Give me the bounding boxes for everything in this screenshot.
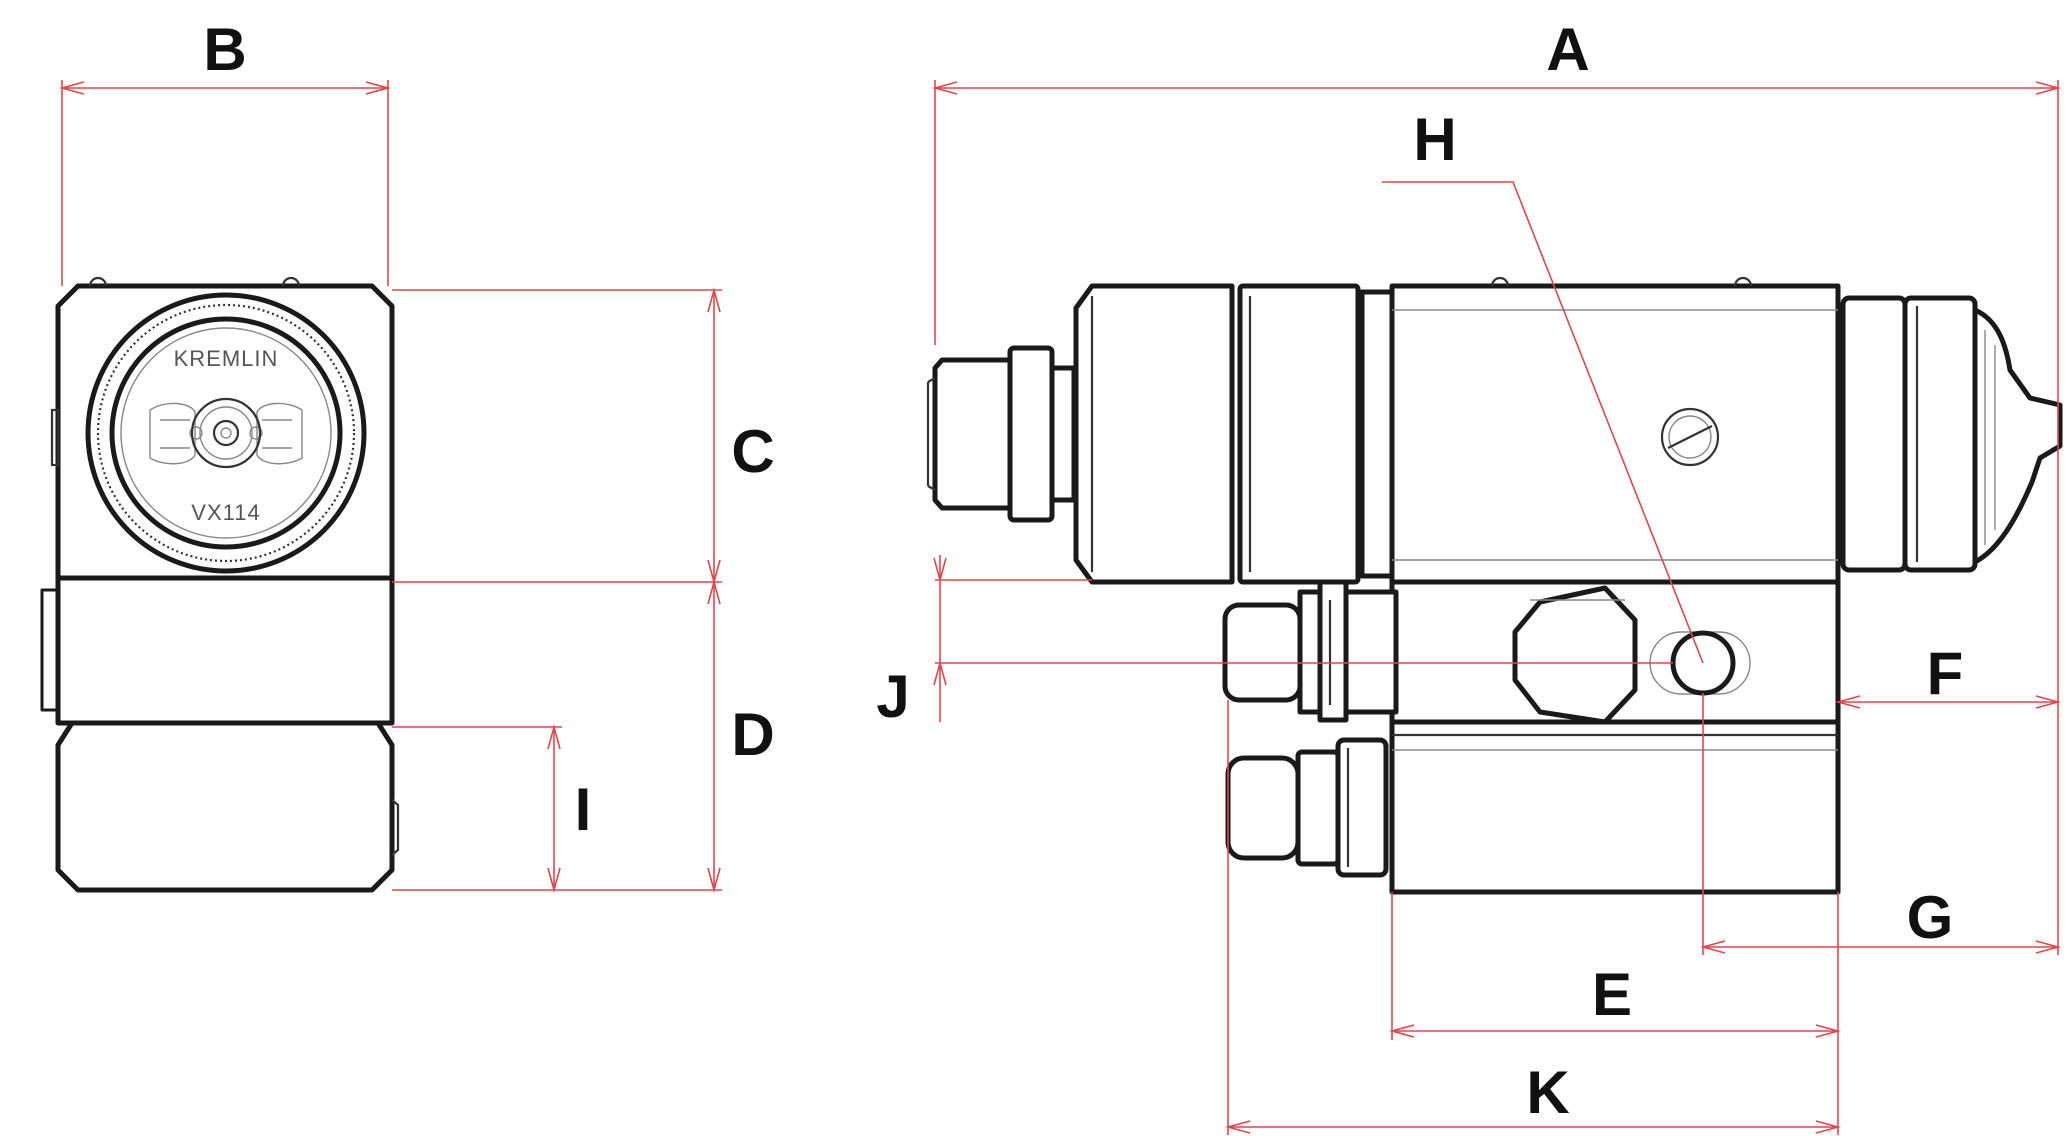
bottom-cylinder bbox=[1389, 719, 1841, 895]
label-E: E bbox=[1592, 961, 1632, 1028]
mid-fitting bbox=[1222, 602, 1303, 703]
cylinder-collar bbox=[1237, 283, 1361, 585]
front-bottom-block bbox=[55, 720, 395, 893]
brand-engraving: KREMLIN bbox=[174, 346, 279, 371]
label-B: B bbox=[203, 16, 246, 83]
front-view: KREMLIN VX114 bbox=[40, 276, 400, 893]
nozzle-orifice bbox=[212, 419, 240, 447]
dimension-lines bbox=[58, 80, 2062, 1135]
rear-nut bbox=[1007, 345, 1055, 523]
adjust-screw bbox=[1660, 407, 1720, 467]
rear-fitting bbox=[932, 357, 1013, 511]
model-engraving: VX114 bbox=[191, 500, 260, 525]
bottom-fitting bbox=[1225, 755, 1301, 861]
nozzle-tip bbox=[1972, 307, 2063, 565]
label-C: C bbox=[731, 418, 774, 485]
label-K: K bbox=[1526, 1059, 1569, 1126]
front-ring-1 bbox=[1840, 295, 1908, 573]
air-cap-inner-ring bbox=[109, 316, 343, 550]
label-I: I bbox=[575, 776, 592, 843]
dimension-letters: B A H C D I J F G E K bbox=[203, 16, 1963, 1126]
front-side-fitting bbox=[40, 588, 60, 712]
main-body bbox=[1389, 283, 1841, 585]
label-D: D bbox=[731, 701, 774, 768]
air-cap-outer-ring bbox=[85, 292, 367, 574]
top-bump bbox=[88, 276, 108, 287]
nozzle-outer bbox=[190, 397, 262, 469]
front-mid-block bbox=[55, 575, 395, 726]
bottom-nut bbox=[1335, 737, 1389, 878]
rear-cylinder bbox=[1073, 283, 1235, 585]
label-A: A bbox=[1546, 16, 1589, 83]
label-F: F bbox=[1927, 640, 1964, 707]
hex-nut bbox=[1512, 585, 1638, 725]
side-view bbox=[926, 276, 2063, 895]
label-H: H bbox=[1413, 106, 1456, 173]
label-G: G bbox=[1907, 884, 1954, 951]
label-J: J bbox=[876, 663, 909, 730]
front-ring-2 bbox=[1902, 295, 1978, 573]
